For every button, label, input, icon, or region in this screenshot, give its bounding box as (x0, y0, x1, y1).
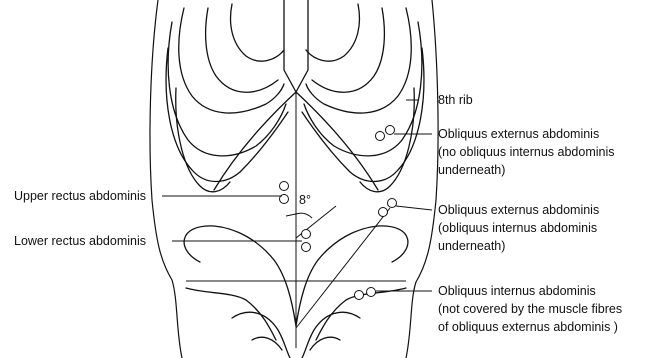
label-obl-ext-with-int-2: (obliquus internus abdominis (438, 221, 597, 235)
electrode-obl-ext-with-int-1 (379, 208, 388, 217)
label-obl-int-1: Obliquus internus abdominis (438, 284, 596, 298)
label-8th-rib: 8th rib (438, 93, 473, 107)
label-upper-rectus: Upper rectus abdominis (14, 189, 146, 203)
torso-outline (150, 0, 438, 358)
label-angle: 8° (299, 193, 311, 207)
electrode-sites (280, 126, 397, 300)
electrode-obl-ext-with-int-2 (388, 199, 397, 208)
electrode-upper-rectus-1 (280, 182, 289, 191)
angle-arc (296, 213, 312, 218)
label-obl-ext-with-int-3: underneath) (438, 239, 505, 253)
electrode-obl-int-1 (355, 291, 364, 300)
label-obl-ext-no-int-3: underneath) (438, 163, 505, 177)
electrode-obl-ext-no-int-2 (386, 126, 395, 135)
rib-cage (166, 0, 424, 192)
label-obl-int-3: of obliquus externus abdominis ) (438, 320, 618, 334)
label-obl-int-2: (not covered by the muscle fibres (438, 302, 622, 316)
oblique-reference-line (296, 208, 390, 328)
electrode-obl-int-2 (367, 288, 376, 297)
label-obl-ext-no-int-2: (no obliquus internus abdominis (438, 145, 615, 159)
label-obl-ext-no-int-1: Obliquus externus abdominis (438, 127, 599, 141)
label-lower-rectus: Lower rectus abdominis (14, 234, 146, 248)
label-obl-ext-with-int-1: Obliquus externus abdominis (438, 203, 599, 217)
electrode-lower-rectus-1 (302, 230, 311, 239)
electrode-lower-rectus-2 (302, 243, 311, 252)
reference-lines (186, 92, 406, 348)
electrode-obl-ext-no-int-1 (376, 132, 385, 141)
